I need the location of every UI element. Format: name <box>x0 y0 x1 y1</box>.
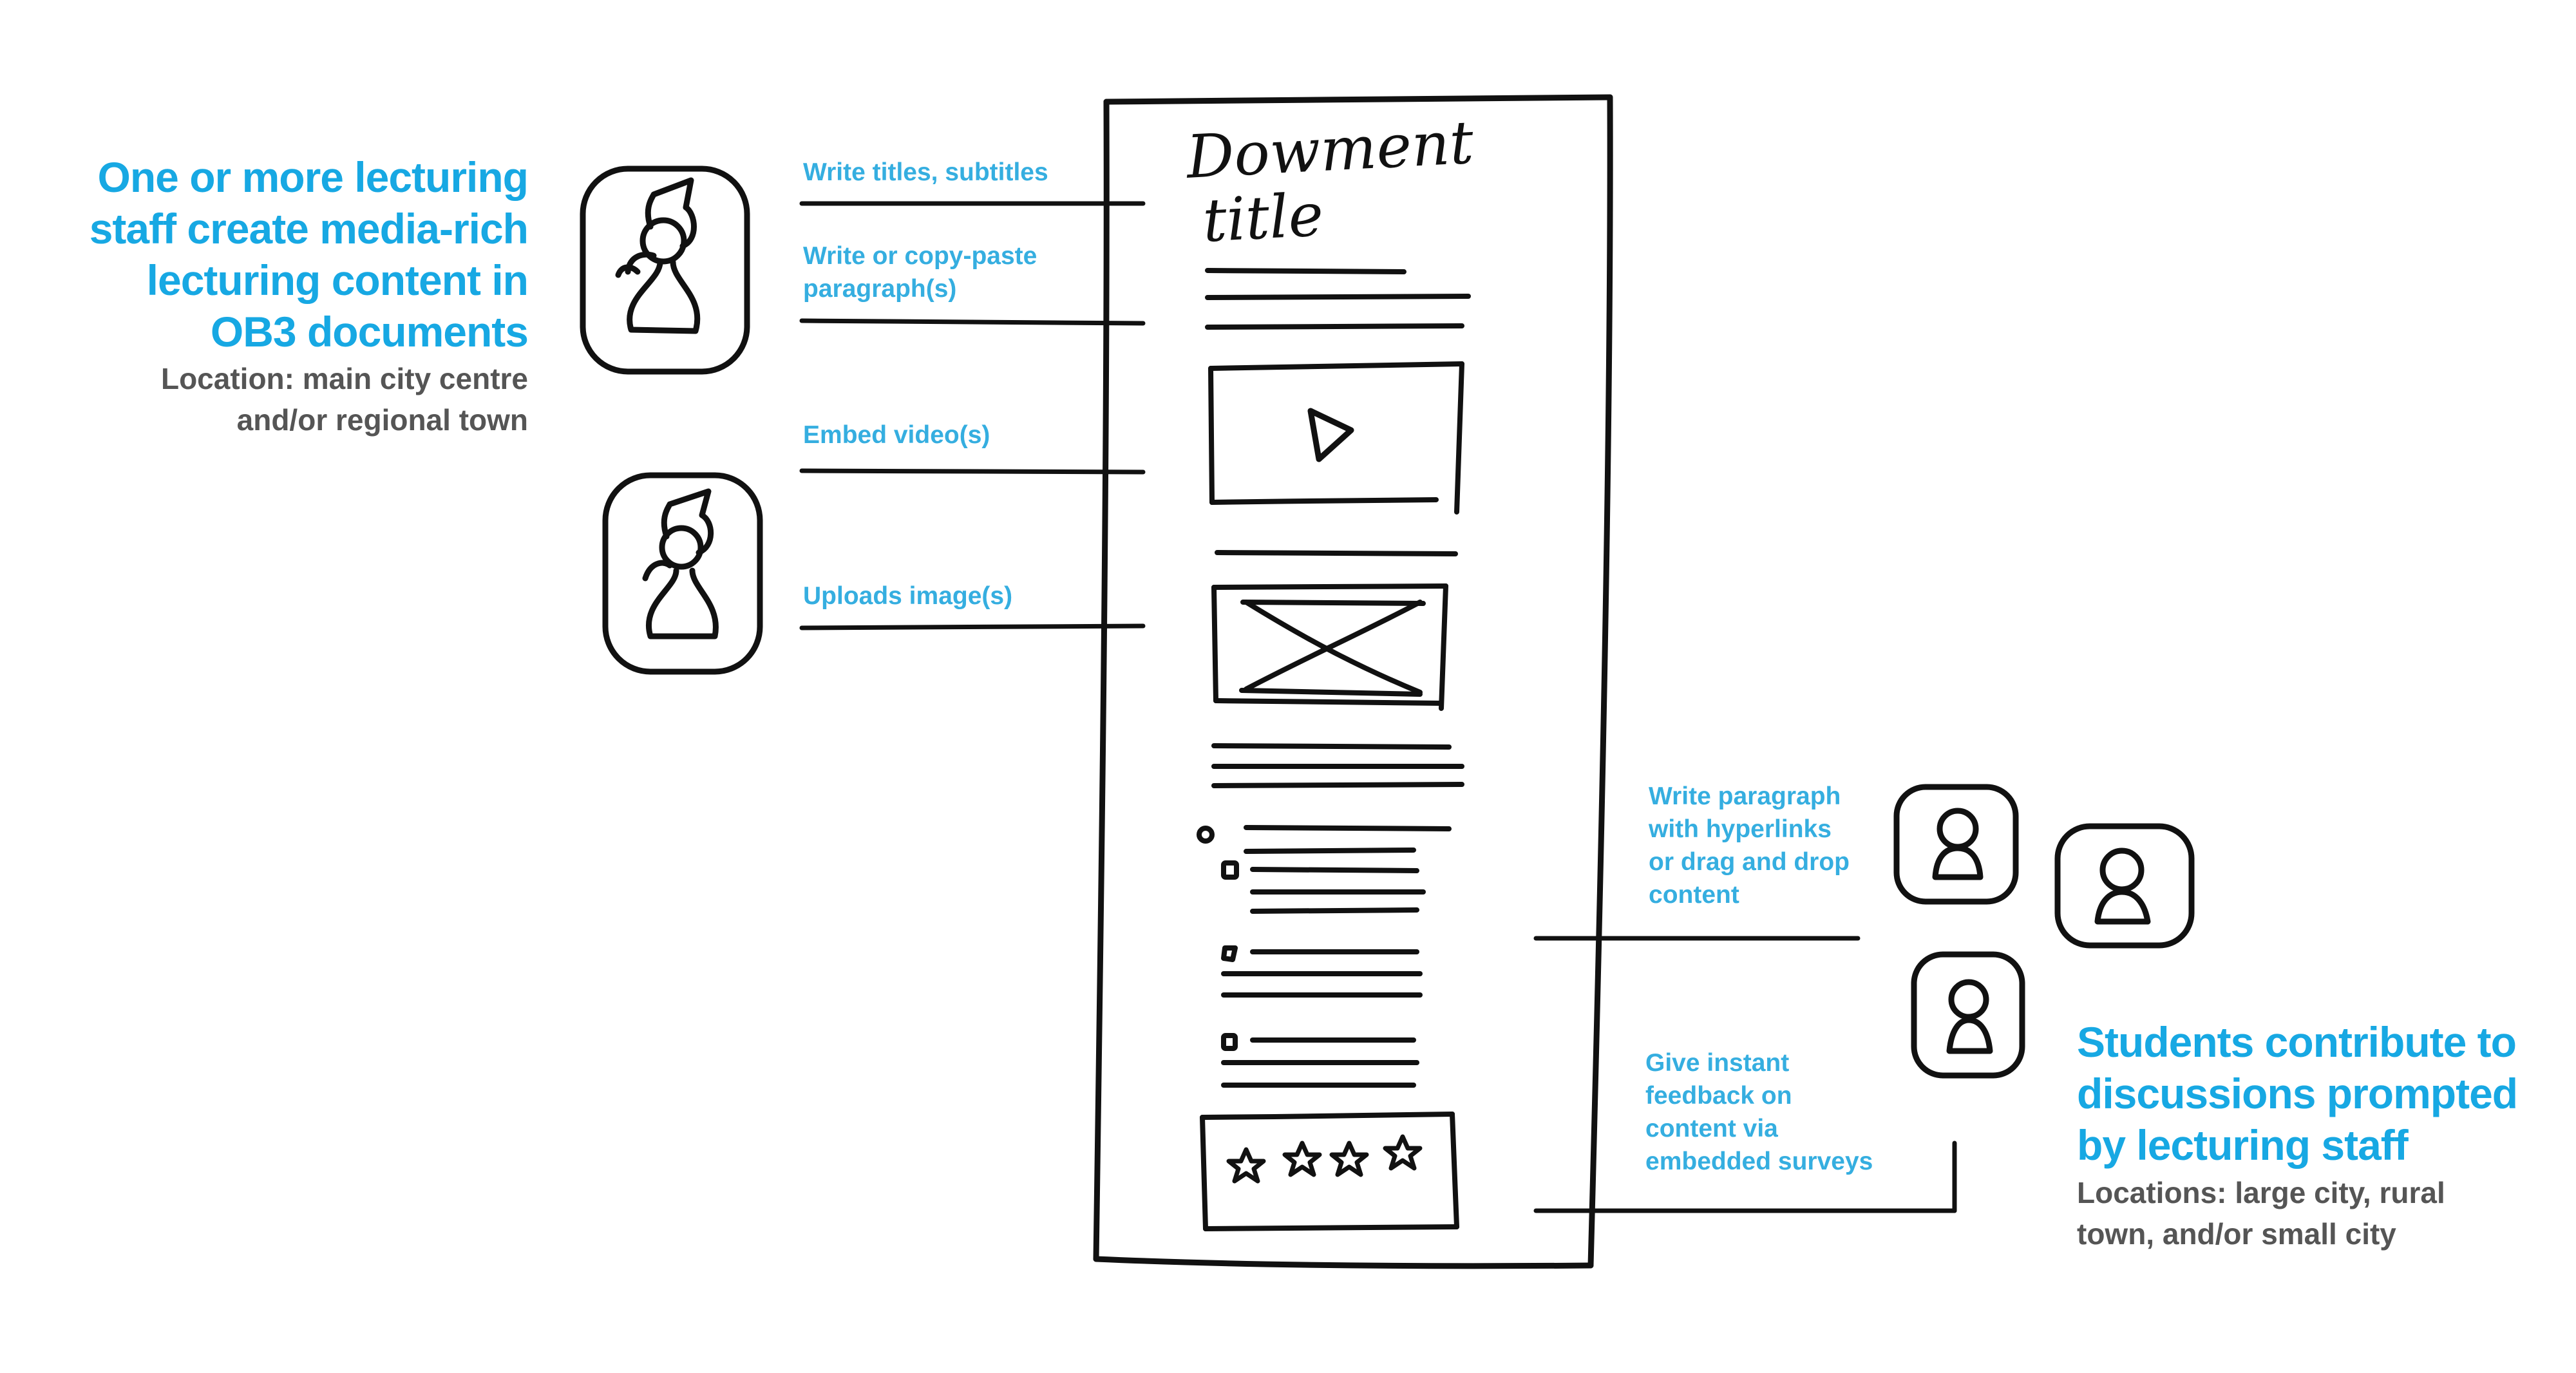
image-upload-box <box>1211 583 1448 711</box>
rating-stars <box>1226 1134 1423 1184</box>
lecturer-avatar-icon <box>580 166 750 375</box>
video-embed-box <box>1208 361 1464 515</box>
document-title: Dowment title <box>1184 108 1475 256</box>
title-lines <box>1205 268 1471 330</box>
document-title-line: Dowment <box>1184 108 1475 192</box>
lecturer-avatar-icon <box>602 472 763 675</box>
step-label-paragraphs: Write or copy-paste paragraph(s) <box>803 242 1037 303</box>
student-avatar-icon <box>1911 951 2025 1079</box>
divider-line <box>1215 550 1458 556</box>
step-label-images: Uploads image(s) <box>803 582 1013 610</box>
student-avatar-icon <box>2054 823 2195 949</box>
students-heading: Students contribute to discussions promp… <box>2077 1018 2518 1169</box>
paragraph-lines <box>1211 743 1464 788</box>
document-title-line: title <box>1200 180 1325 256</box>
star-icon <box>1282 1141 1322 1177</box>
connector-lines-left <box>799 201 1146 630</box>
bullet-icon <box>1221 860 1239 880</box>
connector-lines-right <box>1533 936 1957 1213</box>
bullet-list <box>1197 825 1452 1088</box>
document-frame <box>1093 94 1613 1269</box>
staff-location: Location: main city centre and/or region… <box>160 362 528 437</box>
students-location: Locations: large city, rural town, and/o… <box>2077 1176 2445 1251</box>
star-icon <box>1329 1141 1369 1177</box>
star-icon <box>1226 1147 1266 1184</box>
image-placeholder-icon <box>1239 600 1426 697</box>
staff-heading: One or more lecturing staff create media… <box>89 153 529 355</box>
bullet-icon <box>1197 826 1215 844</box>
step-label-titles: Write titles, subtitles <box>803 158 1048 186</box>
step-label-hyperlinks: Write paragraph with hyperlinks or drag … <box>1649 782 1850 909</box>
star-icon <box>1383 1134 1423 1171</box>
step-label-video: Embed video(s) <box>803 421 990 449</box>
student-avatar-icon <box>1893 784 2019 905</box>
step-label-feedback: Give instant feedback on content via emb… <box>1645 1049 1873 1175</box>
bullet-icon <box>1221 1033 1238 1051</box>
survey-embed-box <box>1200 1112 1459 1231</box>
play-icon <box>1307 408 1354 462</box>
bullet-icon <box>1221 945 1238 962</box>
